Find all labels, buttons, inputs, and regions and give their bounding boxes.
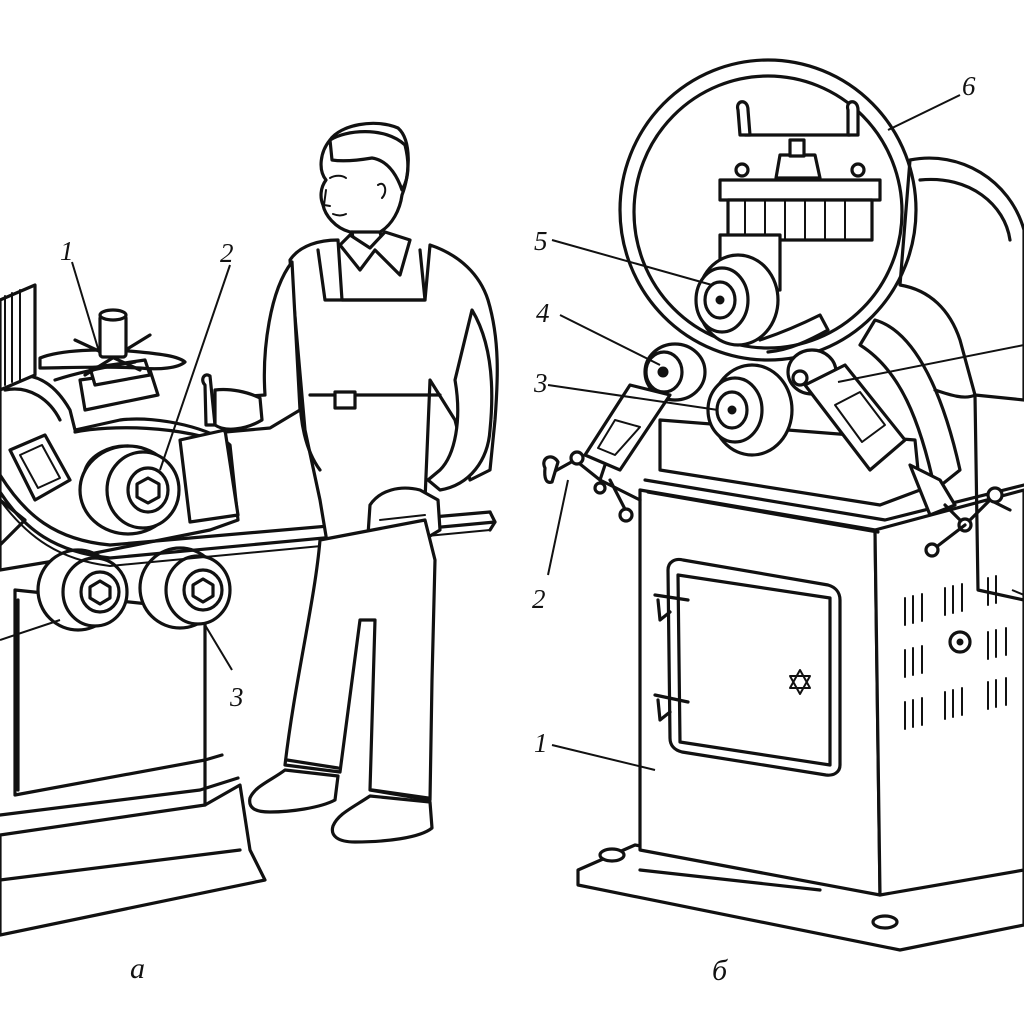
- panel-a-callout-2: 2: [220, 238, 234, 268]
- panel-b-side-roller-right: [786, 348, 1012, 558]
- panel-a-workpiece: [0, 473, 497, 567]
- panel-b-cabinet: [638, 478, 1024, 897]
- panel-a-top-roller: [78, 428, 240, 536]
- panel-a: 1 2 3 а: [0, 121, 499, 985]
- panel-b-side-roller-left: [583, 342, 707, 523]
- panel-b-side-vents: [904, 575, 1007, 730]
- panel-b: 6 5 4 3 2 1 б: [532, 58, 1024, 987]
- panel-a-callout-3: 3: [229, 682, 244, 712]
- panel-a-bottom-roller-right: [138, 546, 232, 630]
- panel-b-callout-4: 4: [536, 298, 550, 328]
- panel-a-machine-base: [0, 588, 267, 937]
- panel-a-label: а: [130, 952, 145, 985]
- panel-b-ring: [618, 58, 918, 362]
- panel-a-worker: [201, 121, 499, 844]
- panel-b-callout-1: 1: [534, 728, 548, 758]
- panel-b-callout-6: 6: [962, 71, 976, 101]
- panel-b-callout-2: 2: [532, 584, 546, 614]
- panel-a-callouts: 1 2 3: [0, 236, 244, 712]
- panel-b-callout-3: 3: [533, 368, 548, 398]
- panel-b-label: б: [712, 954, 728, 987]
- panel-b-callouts: 6 5 4 3 2 1: [532, 71, 1024, 771]
- panel-b-bottom-roller: [706, 363, 794, 457]
- panel-b-handwheel-left: [542, 450, 602, 484]
- panel-a-callout-1: 1: [60, 236, 74, 266]
- panel-a-top-adjuster: [38, 308, 187, 412]
- panel-b-callout-5: 5: [534, 226, 548, 256]
- panel-a-bottom-roller-left: [36, 548, 129, 632]
- panel-b-upper-roller: [694, 253, 830, 354]
